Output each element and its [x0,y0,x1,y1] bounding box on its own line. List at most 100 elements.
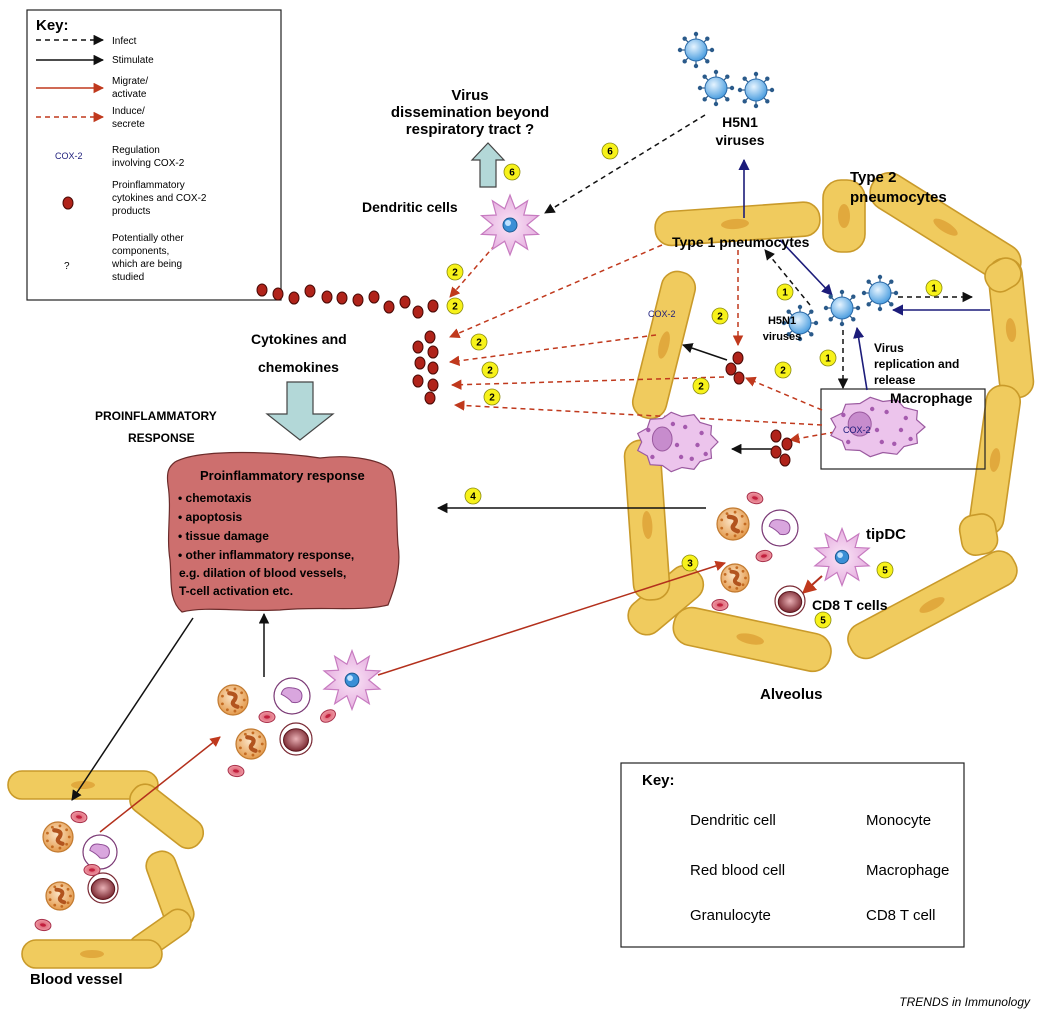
step-badge-number: 2 [452,268,458,279]
key-question-label-2: components, [112,246,169,257]
step-badge-number: 1 [782,288,788,299]
cytokine-dot-icon [427,345,439,359]
cd8-t-cell-icon [279,722,313,756]
labels-layer: Virus dissemination beyond respiratory t… [30,87,1031,1009]
step-badge-2: 2 [483,388,501,406]
key-bottom-label-monocyte: Monocyte [866,812,931,829]
tipdc-label: tipDC [866,526,906,543]
key-question-label-1: Potentially other [112,233,184,244]
proinflammatory-down-arrow [265,381,335,441]
induce-arrow-macro-3 [788,431,836,444]
stimulate-arrow-response-to-vessel [71,617,194,801]
macrophage-icon [636,411,719,473]
response-bullet-3: • tissue damage [178,529,269,543]
cytokine-dot-icon [427,361,439,375]
virus-replication-line-2: replication and [874,357,959,371]
cytokine-dot-icon [732,351,744,365]
response-bullet-1: • chemotaxis [178,491,252,505]
infect-arrow-virus-to-dc [544,114,706,214]
red-blood-cell-icon [227,764,245,778]
virus-dissemination-line-1: Virus [451,87,488,104]
red-blood-cell-icon [70,810,88,824]
key-bottom-label-cd8: CD8 T cell [866,907,935,924]
key-top-box [26,9,282,301]
step-badge-1: 1 [776,283,794,301]
response-extra-1: e.g. dilation of blood vessels, [179,566,346,580]
step-badge-2: 2 [446,297,464,315]
h5n1-virus-icon [737,71,775,109]
step-badge-number: 2 [476,338,482,349]
stimulate-arrow-cytokine-to-pneumocyte [682,343,728,361]
key-cox2-label-2: involving COX-2 [112,158,185,169]
cytokine-dot-icon [424,330,436,344]
blood-vessel-label: Blood vessel [30,971,123,988]
release-arrow-c [853,326,868,391]
tipdc-cell-icon [813,526,871,588]
migrate-arrow-vessel-to-blood [99,736,221,833]
response-bullet-2: • apoptosis [178,510,243,524]
cytokine-dot-icon [733,371,745,385]
virus-replication-line-3: release [874,373,916,387]
alveolus-label: Alveolus [760,686,823,703]
virus-dissemination-line-3: respiratory tract ? [406,121,534,138]
cytokine-dot-icon [368,290,380,304]
red-blood-cell-icon [320,709,336,723]
key-induce-label-1: Induce/ [112,106,145,117]
step-badge-4: 4 [464,487,482,505]
alveolus-wall [623,171,1035,673]
cd8-label: CD8 T cells [812,597,888,613]
red-blood-cell-icon [83,864,101,876]
key-bottom-panel: Key: Dendritic cell Monocyte Red blood c… [620,762,965,948]
key-infect-label: Infect [112,36,137,47]
cytokines-line-2: chemokines [258,359,339,375]
cytokine-dot-icon [383,300,395,314]
induce-arrow-type1-1 [449,244,663,339]
h5n1-virus-icon [861,274,899,312]
step-badge-2: 2 [692,377,710,395]
cytokine-dot-icon [414,356,426,370]
migrate-arrow-tipdc-to-cd8 [801,575,823,594]
h5n1-virus-icon [823,289,861,327]
virus-dissemination-line-2: dissemination beyond [391,104,549,121]
dendritic-cell-icon [479,193,541,257]
cytokine-dot-icon [412,305,424,319]
step-badge-2: 2 [446,263,464,281]
cox2-label-b: COX-2 [843,425,871,435]
red-blood-cell-icon [258,711,276,723]
proinflammatory-top-line-2: RESPONSE [128,431,195,445]
key-bottom-label-macrophage: Macrophage [866,862,949,879]
h5n1-mid-line-1: H5N1 [768,315,796,327]
cytokine-dot-icon [770,445,782,459]
red-blood-cell-icon [746,491,764,505]
h5n1-top-line-1: H5N1 [722,114,758,130]
step-badge-number: 2 [452,302,458,313]
key-top-title: Key: [36,17,69,34]
key-question-label-3: which are being [111,259,182,270]
key-bottom-label-granulocyte: Granulocyte [690,907,771,924]
key-question-symbol: ? [64,261,70,272]
arrows-layer [71,114,990,833]
response-bullet-4: • other inflammatory response, [178,548,354,562]
h5n1-top-line-2: viruses [715,132,764,148]
key-bottom-title: Key: [642,772,675,789]
key-migrate-label-2: activate [112,89,147,100]
step-badge-1: 1 [819,349,837,367]
blood-vessel-wall [7,770,205,969]
h5n1-virus-icon [677,31,715,69]
step-badge-1: 1 [925,279,943,297]
cytokines-line-1: Cytokines and [251,331,347,347]
step-badge-5: 5 [876,561,894,579]
dissemination-up-arrow [470,142,506,188]
key-bottom-label-rbc: Red blood cell [690,862,785,879]
cytokine-dot-icon [352,293,364,307]
dendritic-cells-label: Dendritic cells [362,199,458,215]
cytokine-dot-icon [412,374,424,388]
step-badge-number: 2 [780,366,786,377]
step-badge-2: 2 [774,361,792,379]
monocyte-icon [273,677,311,715]
granulocyte-icon [217,684,249,716]
step-badge-number: 2 [698,382,704,393]
cytokine-dot-icon [304,284,316,298]
key-cytokine-label-1: Proinflammatory [112,180,185,191]
